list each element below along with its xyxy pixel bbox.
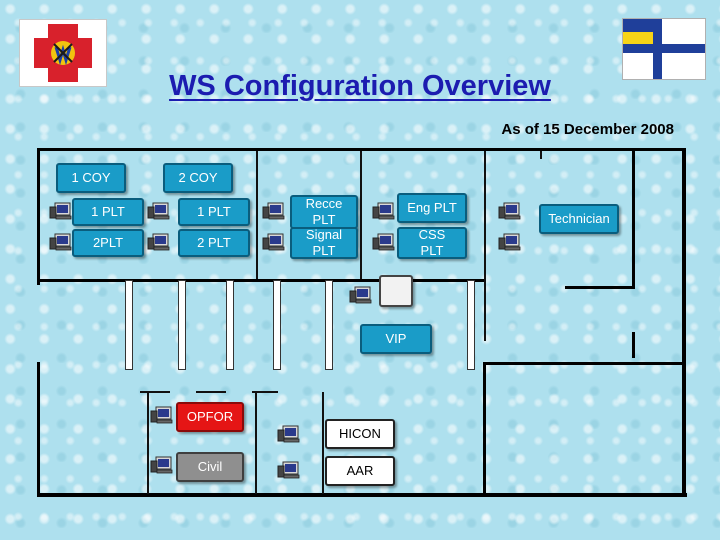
computer-workstation-icon[interactable] bbox=[498, 201, 522, 221]
empty-workstation-box[interactable] bbox=[379, 275, 413, 307]
room-divider-top bbox=[483, 362, 683, 365]
outer-wall-right bbox=[682, 148, 686, 496]
signal-plt-box[interactable]: Signal PLT bbox=[290, 227, 358, 259]
corridor-line-mid bbox=[255, 392, 257, 494]
plt2-b-box[interactable]: 2 PLT bbox=[178, 229, 250, 257]
army-emblem-icon bbox=[34, 24, 92, 82]
recce-line1: Recce bbox=[305, 196, 343, 212]
corridor-line-left bbox=[147, 392, 149, 494]
partition-1 bbox=[256, 151, 258, 279]
computer-workstation-icon[interactable] bbox=[372, 232, 396, 252]
divider-post bbox=[125, 280, 133, 370]
css-line1: CSS bbox=[418, 227, 446, 243]
plt1-a-box[interactable]: 1 PLT bbox=[72, 198, 144, 226]
corridor-cap-1 bbox=[140, 391, 170, 393]
hicon-box[interactable]: HICON bbox=[325, 419, 395, 449]
plt1-a-label: 1 PLT bbox=[91, 204, 125, 220]
coy2-box[interactable]: 2 COY bbox=[163, 163, 233, 193]
computer-workstation-icon[interactable] bbox=[372, 201, 396, 221]
outer-wall-top bbox=[38, 148, 685, 151]
army-emblem-logo bbox=[19, 19, 107, 87]
eng-plt-label: Eng PLT bbox=[407, 200, 457, 216]
opfor-box[interactable]: OPFOR bbox=[176, 402, 244, 432]
plt2-b-label: 2 PLT bbox=[197, 235, 231, 251]
divider-post bbox=[467, 280, 475, 370]
civil-box[interactable]: Civil bbox=[176, 452, 244, 482]
plt1-b-label: 1 PLT bbox=[197, 204, 231, 220]
corridor-line-mid2 bbox=[322, 392, 324, 494]
tech-room-wall-horizontal bbox=[565, 286, 635, 289]
recce-line2: PLT bbox=[312, 212, 336, 227]
computer-workstation-icon[interactable] bbox=[147, 232, 171, 252]
computer-workstation-icon[interactable] bbox=[150, 455, 174, 475]
technician-label: Technician bbox=[548, 211, 610, 227]
civil-label: Civil bbox=[197, 459, 223, 475]
tech-room-wall-stub bbox=[632, 332, 635, 358]
divider-post bbox=[226, 280, 234, 370]
outer-wall-left-upper bbox=[37, 148, 40, 285]
css-line2: PLT bbox=[420, 243, 444, 258]
date-label: As of 15 December 2008 bbox=[501, 121, 674, 138]
computer-workstation-icon[interactable] bbox=[349, 285, 373, 305]
naval-ensign-flag bbox=[622, 18, 706, 80]
outer-wall-left-lower bbox=[37, 362, 40, 497]
plt2-a-box[interactable]: 2PLT bbox=[72, 229, 144, 257]
corridor-cap-2 bbox=[196, 391, 226, 393]
computer-workstation-icon[interactable] bbox=[49, 232, 73, 252]
vip-label: VIP bbox=[385, 331, 407, 347]
coy2-label: 2 COY bbox=[178, 170, 218, 186]
computer-workstation-icon[interactable] bbox=[49, 201, 73, 221]
aar-box[interactable]: AAR bbox=[325, 456, 395, 486]
signal-line1: Signal bbox=[305, 227, 343, 243]
signal-line2: PLT bbox=[312, 243, 336, 258]
divider-post bbox=[325, 280, 333, 370]
inner-wall-horizontal bbox=[37, 279, 484, 282]
computer-workstation-icon[interactable] bbox=[262, 201, 286, 221]
computer-workstation-icon[interactable] bbox=[498, 232, 522, 252]
plt2-a-label: 2PLT bbox=[92, 235, 124, 251]
partition-3 bbox=[484, 151, 486, 341]
partition-4 bbox=[540, 151, 542, 159]
opfor-label: OPFOR bbox=[186, 409, 234, 425]
technician-box[interactable]: Technician bbox=[539, 204, 619, 234]
room-divider-vertical bbox=[483, 362, 486, 496]
recce-plt-box[interactable]: Recce PLT bbox=[290, 195, 358, 229]
coy1-box[interactable]: 1 COY bbox=[56, 163, 126, 193]
outer-wall-bottom bbox=[37, 493, 687, 497]
aar-label: AAR bbox=[346, 463, 374, 479]
page-title: WS Configuration Overview bbox=[169, 70, 551, 102]
corridor-cap-3 bbox=[252, 391, 278, 393]
computer-workstation-icon[interactable] bbox=[262, 232, 286, 252]
divider-post bbox=[273, 280, 281, 370]
hicon-label: HICON bbox=[339, 426, 381, 442]
computer-workstation-icon[interactable] bbox=[277, 460, 301, 480]
plt1-b-box[interactable]: 1 PLT bbox=[178, 198, 250, 226]
eng-plt-box[interactable]: Eng PLT bbox=[397, 193, 467, 223]
computer-workstation-icon[interactable] bbox=[147, 201, 171, 221]
partition-2 bbox=[360, 151, 362, 279]
computer-workstation-icon[interactable] bbox=[150, 405, 174, 425]
css-plt-box[interactable]: CSS PLT bbox=[397, 227, 467, 259]
vip-box[interactable]: VIP bbox=[360, 324, 432, 354]
computer-workstation-icon[interactable] bbox=[277, 424, 301, 444]
naval-ensign-icon bbox=[623, 19, 705, 79]
tech-room-wall-vertical bbox=[632, 148, 635, 288]
divider-post bbox=[178, 280, 186, 370]
coy1-label: 1 COY bbox=[71, 170, 111, 186]
